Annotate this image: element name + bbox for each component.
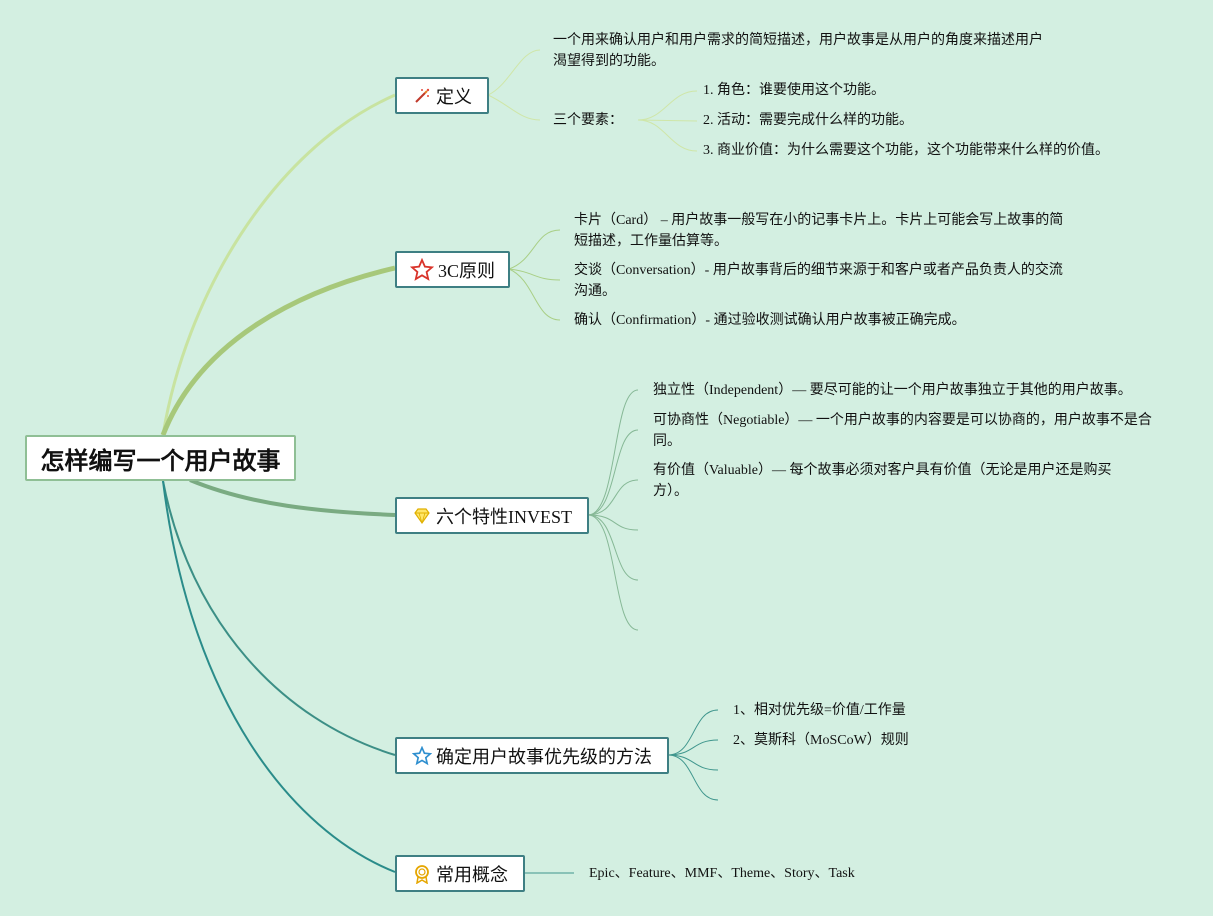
- definition-element-activity[interactable]: 2. 活动：需要完成什么样的功能。: [703, 113, 913, 128]
- invest-negotiable[interactable]: 可协商性（Negotiable）— 一个用户故事的内容要是可以协商的，用户故事不…: [653, 413, 1152, 449]
- root-topic[interactable]: 怎样编写一个用户故事: [25, 435, 296, 481]
- star-outline-icon: [409, 257, 434, 282]
- definition-description[interactable]: 一个用来确认用户和用户需求的简短描述，用户故事是从用户的角度来描述用户渴望得到的…: [553, 33, 1043, 69]
- 3c-card[interactable]: 卡片（Card） – 用户故事一般写在小的记事卡片上。卡片上可能会写上故事的简短…: [574, 213, 1064, 249]
- branch-line-concepts: [162, 480, 396, 873]
- priority-relative[interactable]: 1、相对优先级=价值/工作量: [733, 703, 906, 718]
- branch-line-priority: [162, 480, 396, 756]
- invest-independent[interactable]: 独立性（Independent）— 要尽可能的让一个用户故事独立于其他的用户故事…: [653, 383, 1132, 398]
- award-ribbon-icon: [412, 864, 432, 884]
- topic-invest[interactable]: 六个特性INVEST: [395, 497, 589, 534]
- definition-elements-label[interactable]: 三个要素：: [553, 113, 623, 128]
- topic-concepts-label: 常用概念: [436, 864, 508, 885]
- topic-definition[interactable]: 定义: [395, 77, 489, 114]
- topic-3c-principle[interactable]: 3C原则: [395, 251, 510, 288]
- priority-moscow[interactable]: 2、莫斯科（MoSCoW）规则: [733, 733, 909, 748]
- magic-wand-icon: [412, 86, 432, 106]
- topic-definition-label: 定义: [436, 86, 472, 107]
- topic-priority[interactable]: 确定用户故事优先级的方法: [395, 737, 669, 774]
- definition-element-value[interactable]: 3. 商业价值：为什么需要这个功能，这个功能带来什么样的价值。: [703, 143, 1109, 158]
- topic-invest-label: 六个特性INVEST: [436, 506, 572, 527]
- concepts-list[interactable]: Epic、Feature、MMF、Theme、Story、Task: [589, 866, 855, 881]
- invest-valuable[interactable]: 有价值（Valuable）— 每个故事必须对客户具有价值（无论是用户还是购买方）…: [653, 463, 1112, 499]
- 3c-confirmation[interactable]: 确认（Confirmation）- 通过验收测试确认用户故事被正确完成。: [574, 313, 966, 328]
- 3c-conversation[interactable]: 交谈（Conversation）- 用户故事背后的细节来源于和客户或者产品负责人…: [574, 263, 1063, 299]
- topic-3c-label: 3C原则: [437, 260, 495, 281]
- topic-priority-label: 确定用户故事优先级的方法: [436, 746, 652, 767]
- star-blue-icon: [412, 745, 432, 766]
- diamond-icon: [412, 506, 432, 526]
- branch-line-definition: [161, 93, 396, 436]
- topic-concepts[interactable]: 常用概念: [395, 855, 525, 892]
- branch-line-3c: [160, 265, 396, 436]
- definition-element-role[interactable]: 1. 角色：谁要使用这个功能。: [703, 83, 885, 98]
- branch-line-invest: [189, 478, 396, 517]
